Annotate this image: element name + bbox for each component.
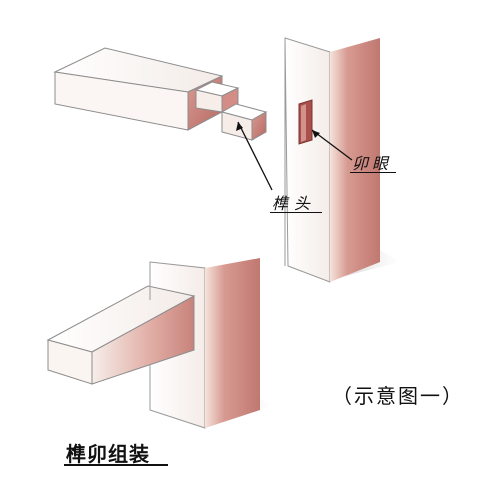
joint-post-side xyxy=(205,258,260,428)
mortise-hole-inner xyxy=(301,104,306,142)
post-with-mortise xyxy=(284,37,400,283)
underline-mortise xyxy=(350,172,396,173)
label-mortise: 卯眼 xyxy=(352,154,393,173)
mortise-arrowhead xyxy=(312,130,320,138)
leader-lines xyxy=(236,121,353,191)
caption: （示意图一） xyxy=(332,384,464,408)
tenon-tongue-end xyxy=(251,111,267,141)
post-front-face xyxy=(284,37,331,283)
underline-title xyxy=(64,464,168,466)
label-tenon: 榫头 xyxy=(272,194,317,213)
joint-beam-front xyxy=(47,339,93,385)
tenon-leader xyxy=(237,121,273,191)
underline-tenon xyxy=(270,212,322,213)
figure-title: 榫卯组装 xyxy=(66,442,150,466)
beam-with-tenon xyxy=(53,47,268,141)
assembled-joint xyxy=(46,258,272,429)
mortise-leader xyxy=(311,129,353,161)
post-side-face xyxy=(330,38,380,282)
tenon-arrowhead xyxy=(236,122,243,131)
